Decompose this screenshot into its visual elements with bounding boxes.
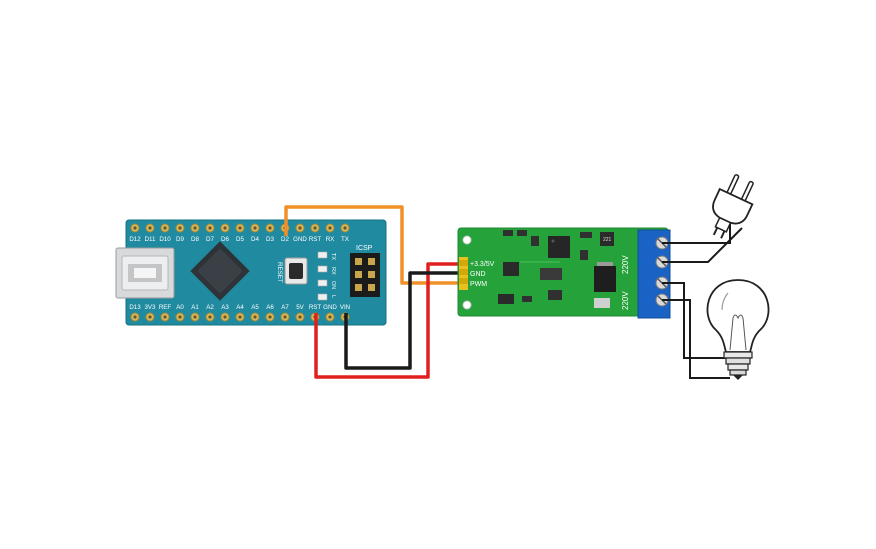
top-pin-label: D7 <box>206 236 214 243</box>
bottom-pin-label: D13 <box>129 304 141 311</box>
led <box>317 293 328 301</box>
top-pin-label: RX <box>326 236 335 243</box>
bottom-pin-label: A2 <box>206 304 214 311</box>
status-leds: TX RX ON L <box>317 251 336 301</box>
top-pin-label: D6 <box>221 236 229 243</box>
terminal-label-output: 220V <box>621 291 630 310</box>
top-pin-label: D11 <box>145 236 156 243</box>
reset-label: RESET <box>276 262 283 283</box>
bottom-pin-label: REF <box>159 304 172 311</box>
terminal-label-input: 220V <box>621 255 630 274</box>
module-components: 221 <box>498 230 616 308</box>
led-label: TX <box>330 253 336 260</box>
led <box>317 279 328 287</box>
bottom-pin-label: 5V <box>296 304 304 311</box>
top-pin-label: GND <box>293 236 307 243</box>
led-label: ON <box>330 281 336 289</box>
reset-button: RESET <box>276 257 308 285</box>
top-pin-label: D12 <box>129 236 141 243</box>
top-pin-label: TX <box>341 236 349 243</box>
dimmer-module: +3.3/5V GND PWM 221 220V 220V <box>457 227 671 319</box>
bottom-pin-label: A0 <box>176 304 184 311</box>
module-input-header <box>459 257 468 290</box>
icsp-label: ICSP <box>356 245 373 252</box>
bottom-pin-label: A6 <box>266 304 274 311</box>
ground-wire <box>344 271 464 370</box>
light-bulb-icon <box>706 279 770 380</box>
top-pin-label: D3 <box>266 236 274 243</box>
power-plug-icon <box>712 174 754 239</box>
bottom-pin-label: VIN <box>340 304 350 311</box>
led <box>317 251 328 259</box>
usb-connector <box>115 247 175 299</box>
bottom-pin-label: 3V3 <box>144 304 156 311</box>
top-pin-label: D8 <box>191 236 199 243</box>
bottom-pin-label: A3 <box>221 304 229 311</box>
bottom-pin-label: RST <box>309 304 322 311</box>
pin-label-pwm: PWM <box>470 281 487 288</box>
top-pin-label: D5 <box>236 236 244 243</box>
resistor-label: 221 <box>603 237 612 243</box>
top-pin-label: RST <box>309 236 322 243</box>
top-pin-label: D2 <box>281 236 289 243</box>
bottom-pin-label: A1 <box>191 304 199 311</box>
bottom-pin-label: GND <box>323 304 337 311</box>
led-label: L <box>330 295 336 298</box>
wires <box>284 205 464 379</box>
led <box>317 265 328 273</box>
pin-label-vcc: +3.3/5V <box>470 261 495 268</box>
bottom-pin-label: A5 <box>251 304 259 311</box>
led-label: RX <box>330 267 336 275</box>
top-pin-header <box>130 223 350 233</box>
icsp-header: ICSP <box>350 245 380 297</box>
microcontroller-chip <box>190 241 250 301</box>
bottom-pin-label: A4 <box>236 304 244 311</box>
bottom-pin-label: A7 <box>281 304 289 311</box>
power-wire <box>314 262 464 379</box>
top-pin-label: D9 <box>176 236 184 243</box>
top-pin-label: D10 <box>159 236 171 243</box>
signal-wire <box>284 205 464 285</box>
top-pin-label: D4 <box>251 236 259 243</box>
ac-wires <box>662 218 743 379</box>
pin-label-gnd: GND <box>470 271 486 278</box>
